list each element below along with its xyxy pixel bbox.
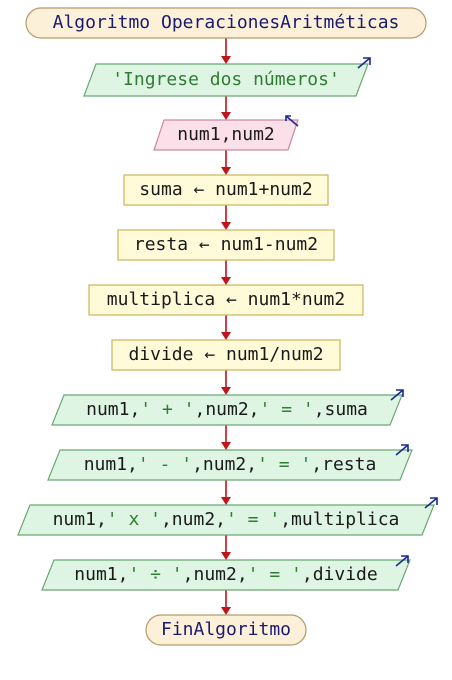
arrow-head bbox=[221, 277, 231, 285]
end-terminal-shape bbox=[145, 614, 307, 646]
output-label: 'Ingrese dos números' bbox=[112, 69, 340, 90]
output-label-suma: num1,' + ',num2,' = ',suma bbox=[86, 399, 368, 420]
start-label: Algoritmo OperacionesAritméticas bbox=[52, 12, 400, 33]
connectors bbox=[221, 38, 231, 615]
process-label-multiplica: multiplica ← num1*num2 bbox=[106, 289, 346, 310]
process-label-suma: suma ← num1+num2 bbox=[139, 179, 313, 200]
arrow-head bbox=[221, 442, 231, 450]
output-marker-icon bbox=[395, 555, 409, 567]
process-label-resta: resta ← num1-num2 bbox=[133, 234, 319, 255]
output-shape bbox=[83, 63, 369, 97]
process-label-divide: divide ← num1/num2 bbox=[128, 344, 324, 365]
process-shape bbox=[117, 229, 335, 261]
input-shape bbox=[153, 119, 299, 151]
output-label-divide: num1,' ÷ ',num2,' = ',divide bbox=[74, 564, 378, 585]
output-label-resta: num1,' - ',num2,' = ',resta bbox=[83, 454, 377, 475]
output-marker-icon bbox=[424, 497, 438, 509]
process-shape bbox=[111, 339, 341, 371]
arrow-head bbox=[221, 387, 231, 395]
input-label: num1,num2 bbox=[177, 124, 275, 145]
output-label-multiplica: num1,' x ',num2,' = ',multiplica bbox=[52, 509, 400, 530]
output-marker-icon bbox=[357, 57, 371, 69]
process-shape bbox=[123, 174, 329, 206]
process-shape bbox=[88, 284, 364, 316]
input-marker-icon bbox=[285, 115, 299, 127]
output-marker-icon bbox=[395, 444, 409, 456]
arrow-head bbox=[221, 607, 231, 615]
arrow-head bbox=[221, 56, 231, 64]
end-label: FinAlgoritmo bbox=[160, 619, 292, 640]
arrow-head bbox=[221, 552, 231, 560]
output-shape bbox=[51, 394, 403, 426]
output-shape bbox=[17, 504, 435, 536]
start-terminal-shape bbox=[25, 7, 427, 39]
output-marker-icon bbox=[390, 389, 404, 401]
arrow-head bbox=[221, 167, 231, 175]
arrow-head bbox=[221, 222, 231, 230]
arrow-head bbox=[221, 497, 231, 505]
output-shape bbox=[41, 559, 411, 591]
arrow-head bbox=[221, 112, 231, 120]
arrow-head bbox=[221, 332, 231, 340]
output-shape bbox=[47, 449, 413, 481]
